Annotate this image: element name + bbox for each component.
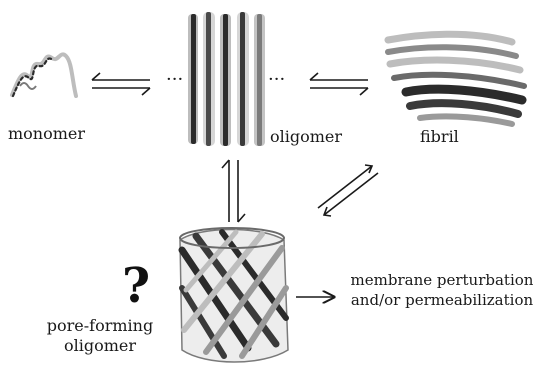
fibril-label: fibril: [420, 127, 459, 147]
equilibrium-arrows-fibril-pore: [318, 165, 378, 216]
equilibrium-arrows-monomer-oligomer: [92, 73, 150, 95]
monomer-label: monomer: [8, 124, 85, 144]
ellipsis-left: ···: [166, 70, 183, 90]
oligomer-label: oligomer: [270, 127, 342, 147]
equilibrium-arrows-oligomer-fibril: [310, 73, 368, 95]
pore-label-line2: oligomer: [40, 336, 160, 356]
oligomer-structure: [188, 12, 265, 146]
fibril-structure: [388, 34, 524, 124]
pore-structure: [180, 228, 288, 362]
membrane-label-line1: membrane perturbation: [342, 270, 542, 290]
pore-label-line1: pore-forming: [40, 316, 160, 336]
monomer-structure: [12, 54, 76, 96]
pore-forming-oligomer-label: pore-forming oligomer: [40, 316, 160, 356]
membrane-label-line2: and/or permeabilization: [342, 290, 542, 310]
equilibrium-arrows-oligomer-pore: [222, 160, 245, 222]
question-mark: ?: [122, 262, 150, 310]
membrane-effect-label: membrane perturbation and/or permeabiliz…: [342, 270, 542, 310]
ellipsis-right: ···: [268, 70, 285, 90]
